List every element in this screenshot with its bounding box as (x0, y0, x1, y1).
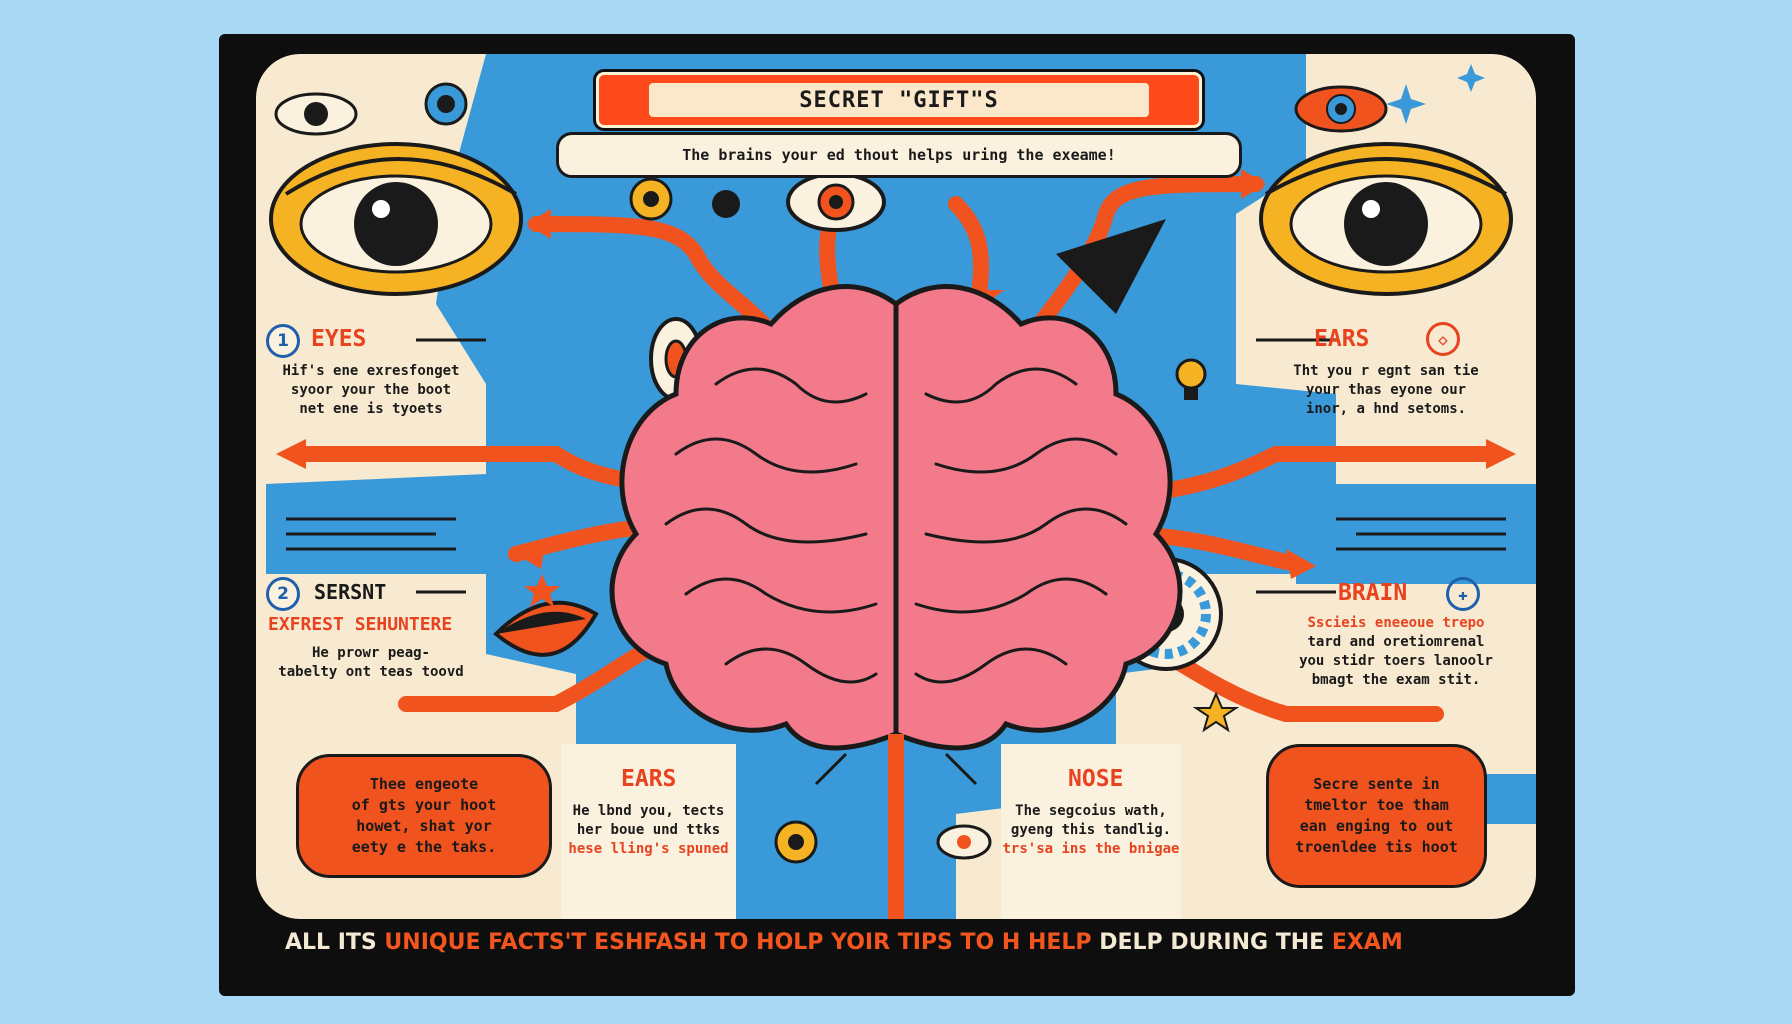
nose-text: The segcoius wath, gyeng this tandlig. t… (1001, 802, 1181, 859)
bubble-line: tmeltor toe tham (1304, 796, 1449, 814)
brain-illustration (609, 284, 1183, 751)
footer-accent: UNIQUE FACTS'T ESHFASH TO HOLP YOIR TIPS… (384, 930, 1092, 955)
brain-stem (888, 734, 904, 919)
banner-title: SECRET "GIFT"S (649, 83, 1149, 117)
nose-line: The segcoius wath, (1015, 803, 1167, 819)
ears-right-line: Tht you r egnt san tie (1293, 363, 1479, 379)
senses-heading: SERSNT (314, 580, 387, 604)
nose-accent: trs'sa ins the bnigae (1002, 841, 1180, 857)
sparkle-icon (1386, 64, 1485, 124)
senses-text: He prowr peag- tabelty ont teas toovd (266, 644, 476, 682)
ears-bottom-line: He lbnd you, tects (572, 803, 725, 819)
eye-icon (629, 177, 673, 221)
section-number-1: 1 (266, 324, 300, 358)
sparkle-icon (1192, 691, 1240, 733)
bubble-line: Secre sente in (1313, 775, 1440, 793)
eyes-line: Hif's ene exresfonget (282, 363, 460, 379)
infographic-poster: SECRET "GIFT"S The brains your ed thout … (256, 54, 1536, 919)
ears-bottom-line: her boue und ttks (576, 822, 721, 838)
brain-line: bmagt the exam stit. (1311, 672, 1481, 688)
dot-icon (712, 190, 740, 218)
arrow-heads (276, 169, 1516, 579)
target-icon: ◇ (1426, 322, 1460, 356)
left-callout-bubble: Thee engeote of gts your hoot howet, sha… (296, 754, 552, 878)
senses-subheading: EXFREST SEHUNTERE (268, 614, 453, 635)
ears-bottom-text: He lbnd you, tects her boue und ttks hes… (561, 802, 736, 859)
eye-icon (493, 600, 599, 657)
eyes-heading: EYES (311, 326, 367, 352)
nose-line: gyeng this tandlig. (1010, 822, 1172, 838)
nose-panel (1001, 744, 1181, 919)
right-eye-illustration (1259, 142, 1513, 296)
ears-bottom-heading: EARS (621, 766, 677, 792)
brain-line: you stidr toers lanoolr (1299, 653, 1493, 669)
footer-caption: ALL ITS UNIQUE FACTS'T ESHFASH TO HOLP Y… (285, 930, 1525, 970)
bubble-line: Thee engeote (369, 775, 479, 793)
ears-bottom-panel (561, 744, 736, 919)
nose-heading: NOSE (1068, 766, 1124, 792)
eye-icon (774, 820, 818, 864)
bubble-line: of gts your hoot (351, 796, 497, 814)
poster-artwork (266, 54, 1536, 919)
plus-icon: ✚ (1446, 577, 1480, 611)
eye-icon (424, 82, 468, 126)
bubble-line: troenldee tis hoot (1295, 838, 1458, 856)
right-callout-bubble: Secre sente in tmeltor toe tham ean engi… (1266, 744, 1487, 888)
eye-icon (936, 824, 992, 860)
ears-bottom-accent: hese lling's spuned (568, 841, 729, 857)
senses-line: He prowr peag- (311, 645, 430, 661)
eye-icon (1294, 85, 1388, 133)
bubble-line: eety e the taks. (351, 838, 497, 856)
brain-line: Sscieis eneeoue trepo (1307, 615, 1485, 631)
ears-right-line: your thas eyone our (1305, 382, 1467, 398)
arrow-icon (1056, 219, 1166, 314)
eyes-line: net ene is tyoets (299, 401, 443, 417)
section-number-2: 2 (266, 577, 300, 611)
brain-text: Sscieis eneeoue trepo tard and oretiomre… (1266, 614, 1526, 690)
ears-right-heading: EARS (1314, 326, 1370, 352)
ears-right-line: inor, a hnd setoms. (1305, 401, 1467, 417)
senses-line: tabelty ont teas toovd (278, 664, 464, 680)
subtitle: The brains your ed thout helps uring the… (556, 132, 1242, 178)
footer-part: DELP DURING THE (1091, 930, 1332, 955)
eyes-text: Hif's ene exresfonget syoor your the boo… (256, 362, 486, 419)
bubble-line: ean enging to out (1299, 817, 1454, 835)
brain-heading: BRAIN (1338, 580, 1408, 606)
bubble-line: howet, shat yor (356, 817, 492, 835)
left-eye-illustration (269, 142, 523, 296)
eyes-line: syoor your the boot (290, 382, 452, 398)
lightbulb-icon (1175, 358, 1207, 400)
footer-part: ALL ITS (285, 930, 385, 955)
left-band-stripes (286, 517, 1506, 551)
connector-lines (416, 338, 1336, 786)
eye-icon (786, 172, 886, 232)
title-banner: SECRET "GIFT"S (596, 72, 1202, 128)
footer-accent: EXAM (1331, 930, 1403, 955)
ears-right-text: Tht you r egnt san tie your thas eyone o… (1256, 362, 1516, 419)
brain-line: tard and oretiomrenal (1307, 634, 1485, 650)
eye-icon (274, 92, 358, 136)
